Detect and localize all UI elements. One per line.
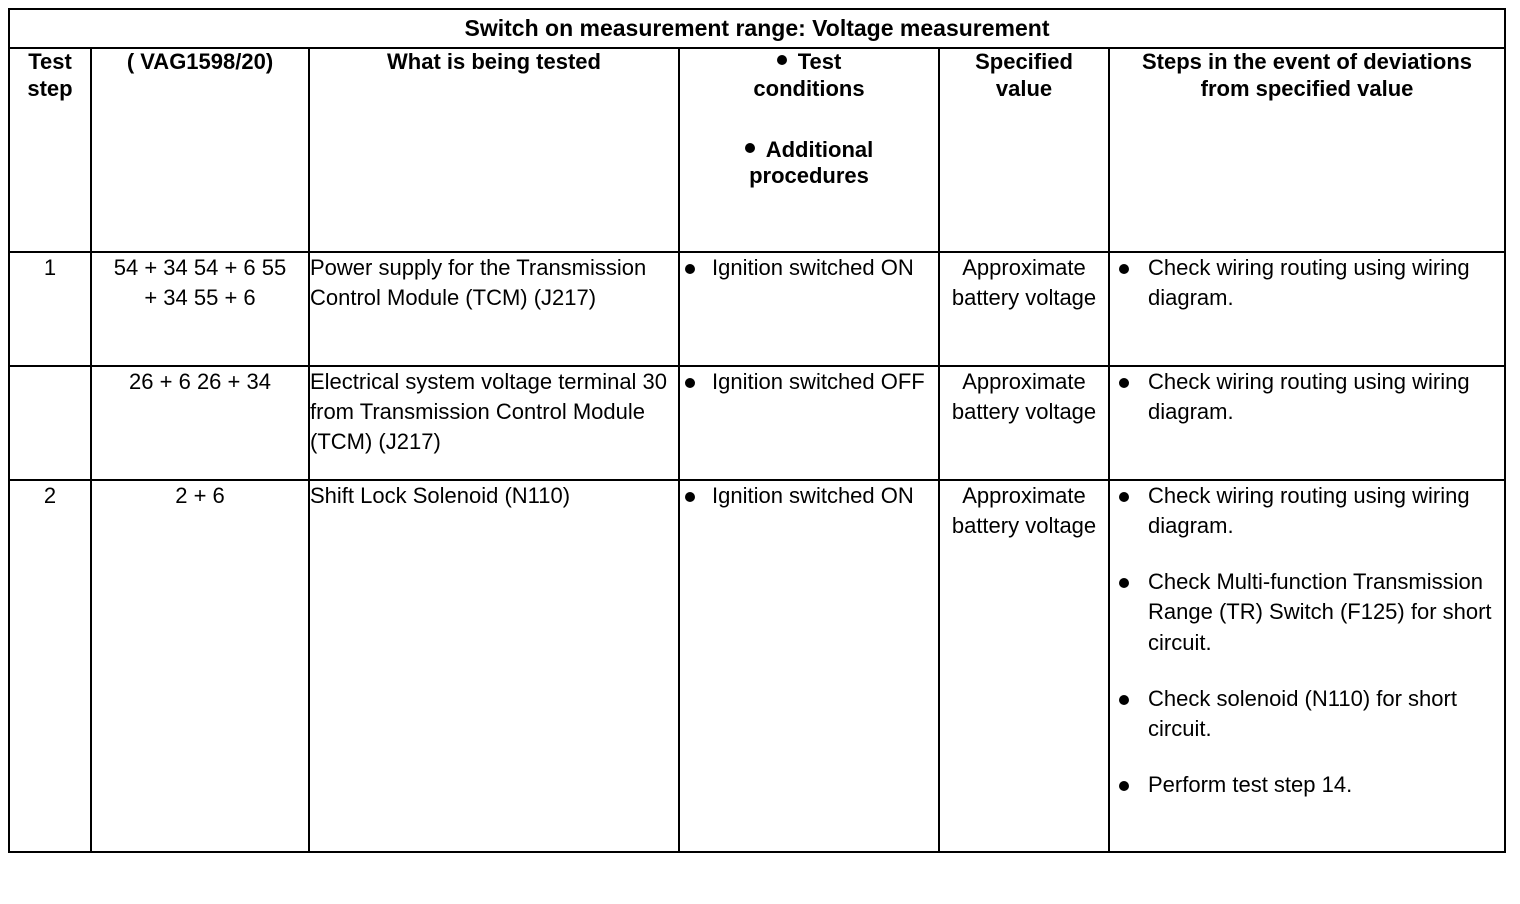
column-header-deviation-steps-line2: from specified value [1200,75,1414,101]
cell-test-step [8,365,92,481]
list-item: Check wiring routing using wiring diagra… [1110,481,1504,541]
cell-specified-value: Approximate battery voltage [938,251,1110,367]
cell-terminals-line1: 2 + 6 [175,483,225,508]
column-header-test-conditions: Test conditions Additional procedures [678,47,940,253]
test-conditions-list: Ignition switched ON [680,481,938,511]
list-item: Perform test step 14. [1110,770,1504,800]
column-header-additional-procedures-line2: procedures [749,163,869,189]
column-header-test-step-line2: step [27,75,73,101]
table-row: 1 54 + 34 54 + 6 55 + 34 55 + 6 Power su… [8,251,1506,367]
test-conditions-list: Ignition switched ON [680,253,938,283]
column-header-additional-procedures-line1: Additional [765,136,874,162]
cell-test-step: 1 [8,251,92,367]
column-header-connector: ( VAG1598/20) [90,47,310,253]
table-title: Switch on measurement range: Voltage mea… [8,8,1506,49]
column-header-test-step: Test step [8,47,92,253]
cell-test-conditions: Ignition switched ON [678,479,940,853]
list-item: Check Multi-function Transmission Range … [1110,567,1504,657]
cell-terminals: 54 + 34 54 + 6 55 + 34 55 + 6 [90,251,310,367]
cell-specified-value: Approximate battery voltage [938,365,1110,481]
column-header-specified-value-line2: value [995,75,1053,101]
column-header-test-conditions-group: Test conditions [680,49,938,103]
list-item: Ignition switched ON [680,253,938,283]
bullet-dot-icon [776,55,787,66]
list-item: Ignition switched OFF [680,367,938,397]
deviation-steps-list: Check wiring routing using wiring diagra… [1110,253,1504,313]
cell-test-conditions: Ignition switched OFF [678,365,940,481]
table-row: 26 + 6 26 + 34 Electrical system voltage… [8,365,1506,481]
cell-deviation-steps: Check wiring routing using wiring diagra… [1108,251,1506,367]
cell-what-is-being-tested: Power supply for the Transmission Contro… [308,251,680,367]
column-header-specified-value-line1: Specified [975,49,1073,74]
column-header-test-conditions-line2: conditions [753,75,865,101]
column-header-what-is-being-tested-label: What is being tested [387,49,601,74]
cell-specified-value-line1: Approximate [962,255,1086,280]
cell-test-step: 2 [8,479,92,853]
cell-what-is-being-tested: Electrical system voltage terminal 30 fr… [308,365,680,481]
cell-deviation-steps: Check wiring routing using wiring diagra… [1108,365,1506,481]
voltage-measurement-test-table: Switch on measurement range: Voltage mea… [8,8,1506,853]
column-header-deviation-steps: Steps in the event of deviations from sp… [1108,47,1506,253]
cell-what-is-being-tested: Shift Lock Solenoid (N110) [308,479,680,853]
cell-terminals-line1: 54 + 34 54 + 6 55 [113,255,287,280]
cell-terminals-line1: 26 + 6 26 + 34 [129,369,271,394]
column-header-test-conditions-line1: Test [797,49,842,74]
column-header-deviation-steps-line1: Steps in the event of deviations [1141,49,1473,74]
column-header-additional-procedures-group: Additional procedures [680,137,938,191]
cell-terminals-line2: + 34 55 + 6 [144,285,256,311]
column-header-test-step-line1: Test [28,49,72,74]
cell-specified-value-line2: battery voltage [951,285,1097,311]
list-item: Check wiring routing using wiring diagra… [1110,253,1504,313]
cell-test-conditions: Ignition switched ON [678,251,940,367]
column-header-specified-value: Specified value [938,47,1110,253]
column-header-what-is-being-tested: What is being tested [308,47,680,253]
cell-terminals: 26 + 6 26 + 34 [90,365,310,481]
table-title-row: Switch on measurement range: Voltage mea… [8,8,1506,49]
list-item: Check solenoid (N110) for short circuit. [1110,684,1504,744]
table-row: 2 2 + 6 Shift Lock Solenoid (N110) Ignit… [8,479,1506,853]
cell-terminals: 2 + 6 [90,479,310,853]
cell-specified-value-line2: battery voltage [951,513,1097,539]
list-item: Ignition switched ON [680,481,938,511]
table-header-row: Test step ( VAG1598/20) What is being te… [8,47,1506,253]
deviation-steps-list: Check wiring routing using wiring diagra… [1110,367,1504,427]
cell-specified-value: Approximate battery voltage [938,479,1110,853]
deviation-steps-list: Check wiring routing using wiring diagra… [1110,481,1504,800]
test-conditions-list: Ignition switched OFF [680,367,938,397]
list-item: Check wiring routing using wiring diagra… [1110,367,1504,427]
bullet-dot-icon [744,142,755,153]
column-header-connector-label: ( VAG1598/20) [126,49,274,74]
cell-specified-value-line1: Approximate [962,369,1086,394]
cell-specified-value-line2: battery voltage [951,399,1097,425]
cell-specified-value-line1: Approximate [962,483,1086,508]
cell-deviation-steps: Check wiring routing using wiring diagra… [1108,479,1506,853]
